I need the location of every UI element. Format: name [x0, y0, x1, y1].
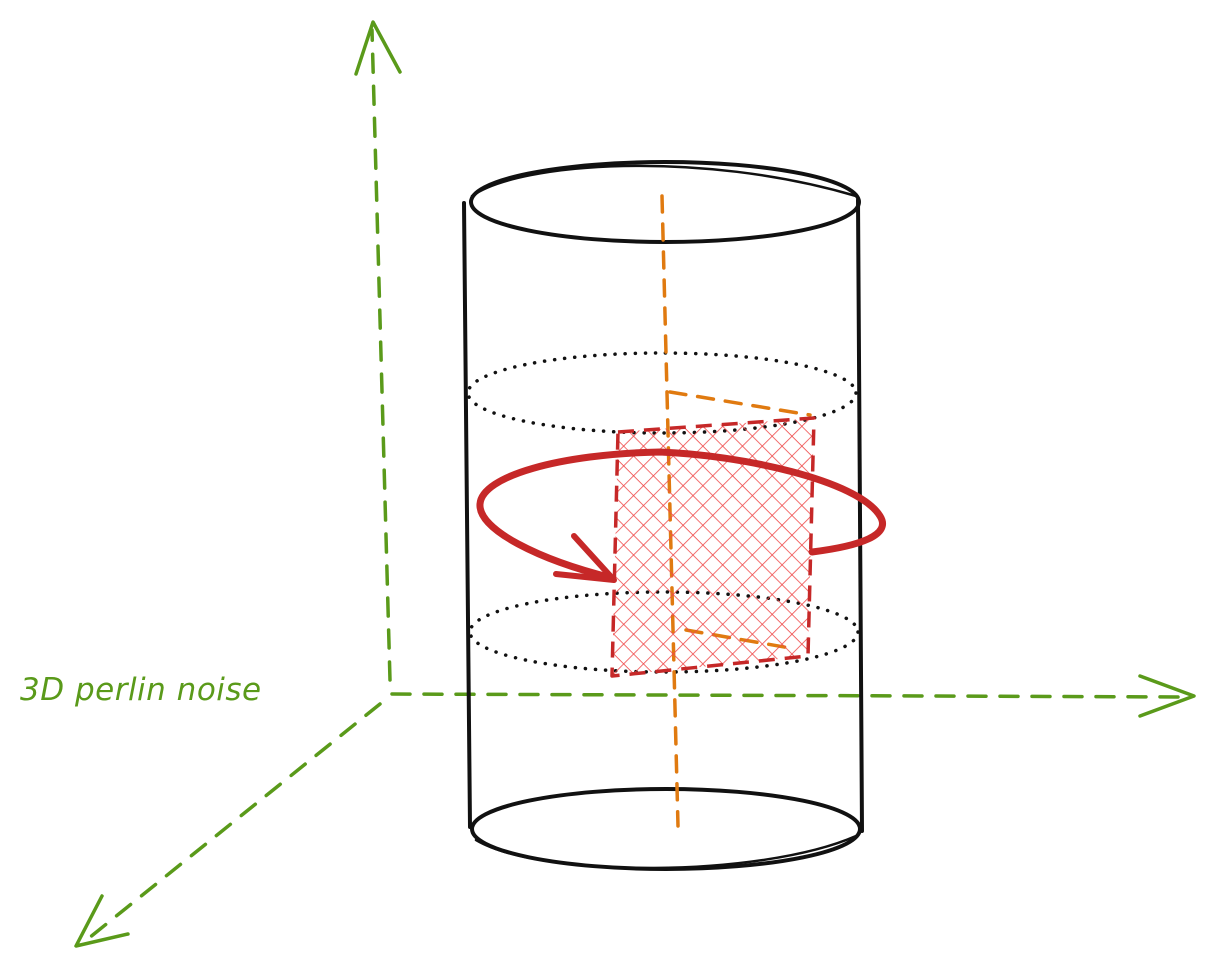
z-axis	[82, 702, 382, 944]
upper-slice-ellipse	[466, 351, 858, 435]
x-axis-arrowhead-icon	[1138, 674, 1196, 718]
rotation-arrow-back	[476, 448, 886, 582]
cylinder-left-side	[462, 201, 472, 829]
rotation-arrowhead	[553, 533, 617, 583]
slice-plane-outline	[610, 416, 816, 678]
z-axis-arrowhead-icon	[74, 894, 130, 948]
lower-slice-ellipse	[468, 590, 860, 674]
slice-boundaries	[466, 351, 860, 674]
coordinate-axes	[74, 20, 1196, 948]
x-axis	[390, 692, 1192, 699]
y-axis	[370, 28, 392, 682]
rotation-guide-top	[668, 390, 812, 417]
curved-arrow-icon	[476, 448, 886, 583]
noise-label: 3D perlin noise	[20, 672, 262, 708]
cylinder-top-ellipse	[469, 160, 861, 244]
cylinder-bottom-sketch-stroke	[474, 834, 858, 870]
noise-slice-plane	[610, 416, 816, 678]
cylinder	[462, 160, 864, 871]
slice-plane-fill	[612, 418, 814, 676]
y-axis-arrowhead-icon	[354, 20, 402, 76]
cylinder-top-sketch-stroke	[470, 164, 858, 198]
cylinder-right-side	[856, 198, 864, 833]
